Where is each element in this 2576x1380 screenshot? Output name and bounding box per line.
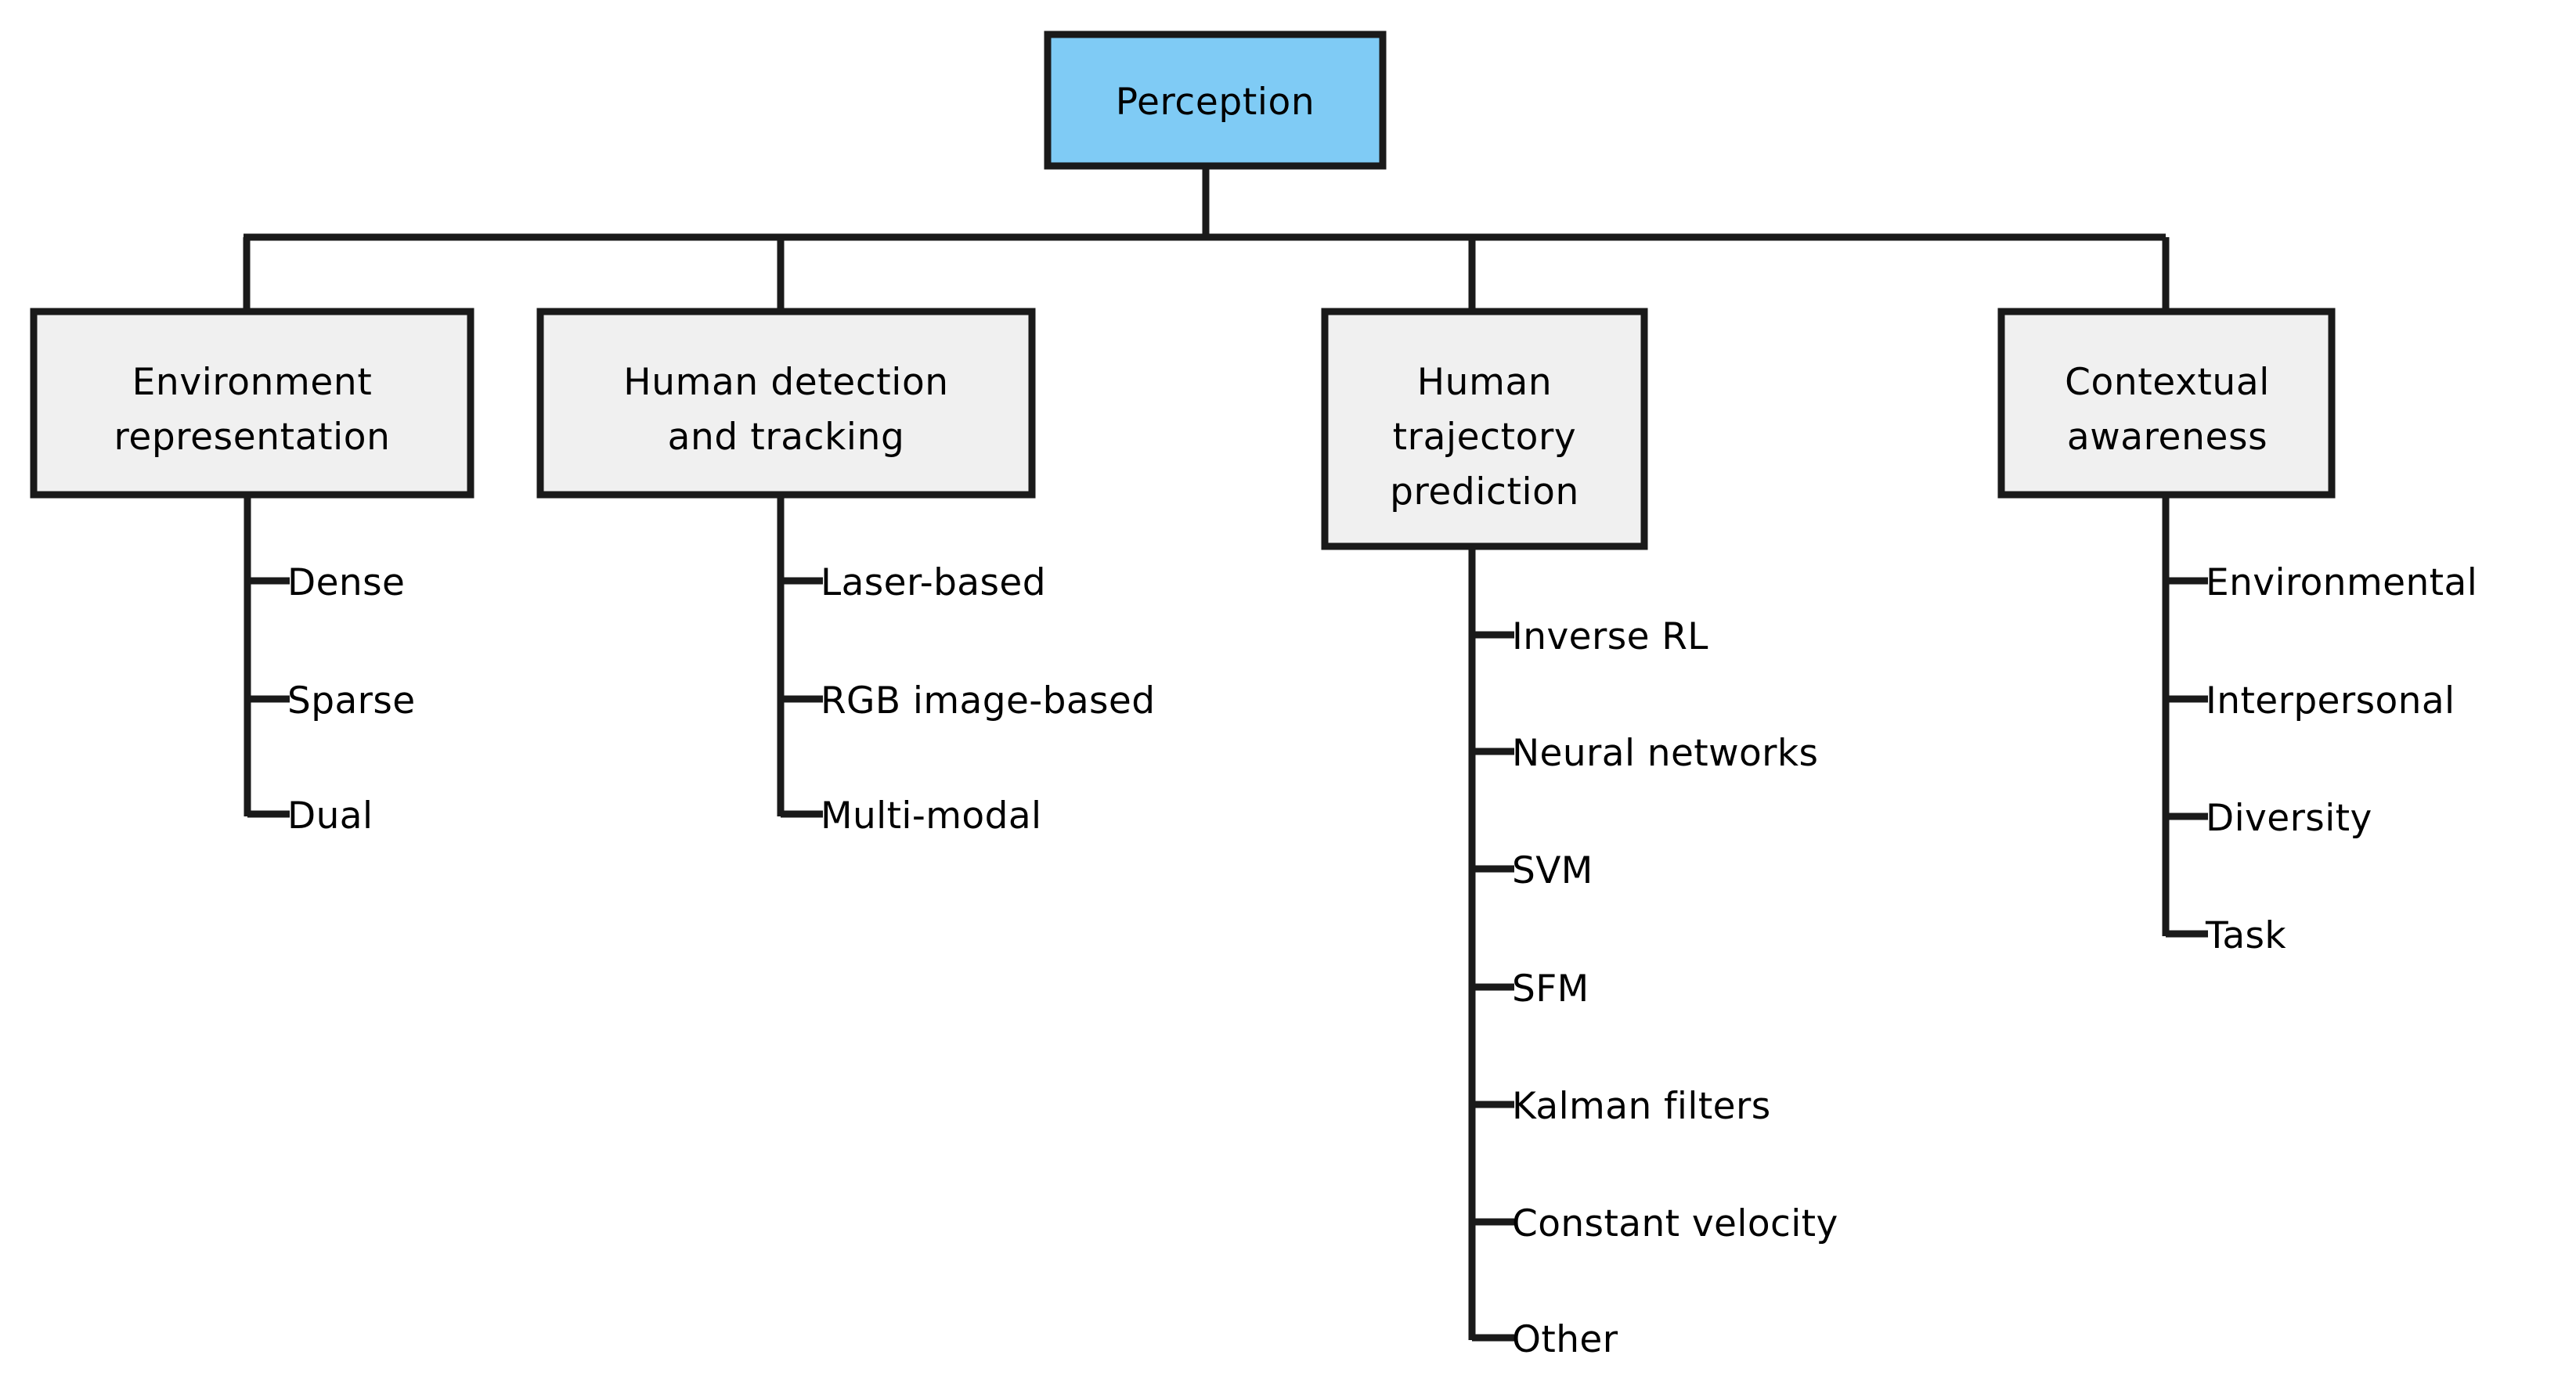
node-environment-representation-label-line-1: Environment xyxy=(132,361,373,404)
leaf-group-human-detection-and-tracking: Laser-based RGB image-based Multi-modal xyxy=(777,495,1156,838)
leaf-group-human-trajectory-prediction: Inverse RL Neural networks SVM SFM Kalma… xyxy=(1468,546,1838,1361)
leaf-item-task[interactable]: Task xyxy=(2166,914,2286,957)
leaf-label-neural-networks: Neural networks xyxy=(1512,732,1818,775)
node-environment-representation-box xyxy=(30,308,474,499)
leaf-label-interpersonal: Interpersonal xyxy=(2206,679,2455,722)
leaf-item-constant-velocity[interactable]: Constant velocity xyxy=(1472,1202,1838,1245)
leaf-label-constant-velocity: Constant velocity xyxy=(1512,1202,1838,1245)
leaf-item-dual[interactable]: Dual xyxy=(247,794,373,838)
leaf-item-neural-networks[interactable]: Neural networks xyxy=(1472,732,1818,775)
leaf-label-diversity: Diversity xyxy=(2206,797,2372,840)
leaf-label-sparse: Sparse xyxy=(287,679,416,722)
node-human-trajectory-prediction[interactable]: Human trajectory prediction xyxy=(1321,308,1648,550)
leaf-item-multi-modal[interactable]: Multi-modal xyxy=(781,794,1041,838)
leaf-item-interpersonal[interactable]: Interpersonal xyxy=(2166,679,2455,722)
node-perception[interactable]: Perception xyxy=(1044,31,1387,170)
node-human-trajectory-prediction-label-line-1: Human xyxy=(1417,361,1553,404)
leaf-label-inverse-rl: Inverse RL xyxy=(1512,615,1708,658)
leaf-label-multi-modal: Multi-modal xyxy=(821,794,1041,838)
leaf-label-kalman-filters: Kalman filters xyxy=(1512,1085,1771,1128)
leaf-item-dense[interactable]: Dense xyxy=(247,561,405,604)
leaf-item-other[interactable]: Other xyxy=(1472,1318,1618,1361)
connector-group xyxy=(243,167,2170,313)
node-contextual-awareness[interactable]: Contextual awareness xyxy=(1997,308,2336,499)
leaf-item-rgb-image-based[interactable]: RGB image-based xyxy=(781,679,1156,722)
node-human-detection-and-tracking-label-line-2: and tracking xyxy=(668,416,905,459)
node-human-trajectory-prediction-label-line-2: trajectory xyxy=(1393,416,1577,459)
leaf-item-diversity[interactable]: Diversity xyxy=(2166,797,2372,840)
node-human-detection-and-tracking-label-line-1: Human detection xyxy=(623,361,948,404)
node-contextual-awareness-box xyxy=(1997,308,2336,499)
leaf-label-other: Other xyxy=(1512,1318,1618,1361)
node-contextual-awareness-label-line-1: Contextual xyxy=(2065,361,2270,404)
node-human-trajectory-prediction-box xyxy=(1321,308,1648,550)
node-environment-representation-label-line-2: representation xyxy=(114,416,390,459)
node-perception-label: Perception xyxy=(1116,81,1315,124)
node-perception-box xyxy=(1044,31,1387,170)
leaf-label-sfm: SFM xyxy=(1512,967,1589,1011)
leaf-label-dual: Dual xyxy=(287,794,373,838)
node-human-trajectory-prediction-label-line-3: prediction xyxy=(1390,470,1579,513)
node-human-detection-and-tracking-box xyxy=(536,308,1036,499)
node-environment-representation[interactable]: Environment representation xyxy=(30,308,474,499)
leaf-group-contextual-awareness: Environmental Interpersonal Diversity Ta… xyxy=(2162,495,2477,957)
leaf-label-environmental: Environmental xyxy=(2206,561,2477,604)
node-contextual-awareness-label-line-2: awareness xyxy=(2067,416,2268,459)
leaf-label-svm: SVM xyxy=(1512,849,1593,892)
leaf-item-laser-based[interactable]: Laser-based xyxy=(781,561,1046,604)
leaf-label-laser-based: Laser-based xyxy=(821,561,1046,604)
leaf-item-environmental[interactable]: Environmental xyxy=(2166,561,2477,604)
leaf-label-rgb-image-based: RGB image-based xyxy=(821,679,1156,722)
leaf-item-inverse-rl[interactable]: Inverse RL xyxy=(1472,615,1708,658)
node-human-detection-and-tracking[interactable]: Human detection and tracking xyxy=(536,308,1036,499)
leaf-item-kalman-filters[interactable]: Kalman filters xyxy=(1472,1085,1771,1128)
leaf-group-environment-representation: Dense Sparse Dual xyxy=(244,495,416,838)
leaf-item-sparse[interactable]: Sparse xyxy=(247,679,416,722)
leaf-label-dense: Dense xyxy=(287,561,405,604)
leaf-label-task: Task xyxy=(2205,914,2286,957)
leaf-item-sfm[interactable]: SFM xyxy=(1472,967,1589,1011)
leaf-item-svm[interactable]: SVM xyxy=(1472,849,1593,892)
